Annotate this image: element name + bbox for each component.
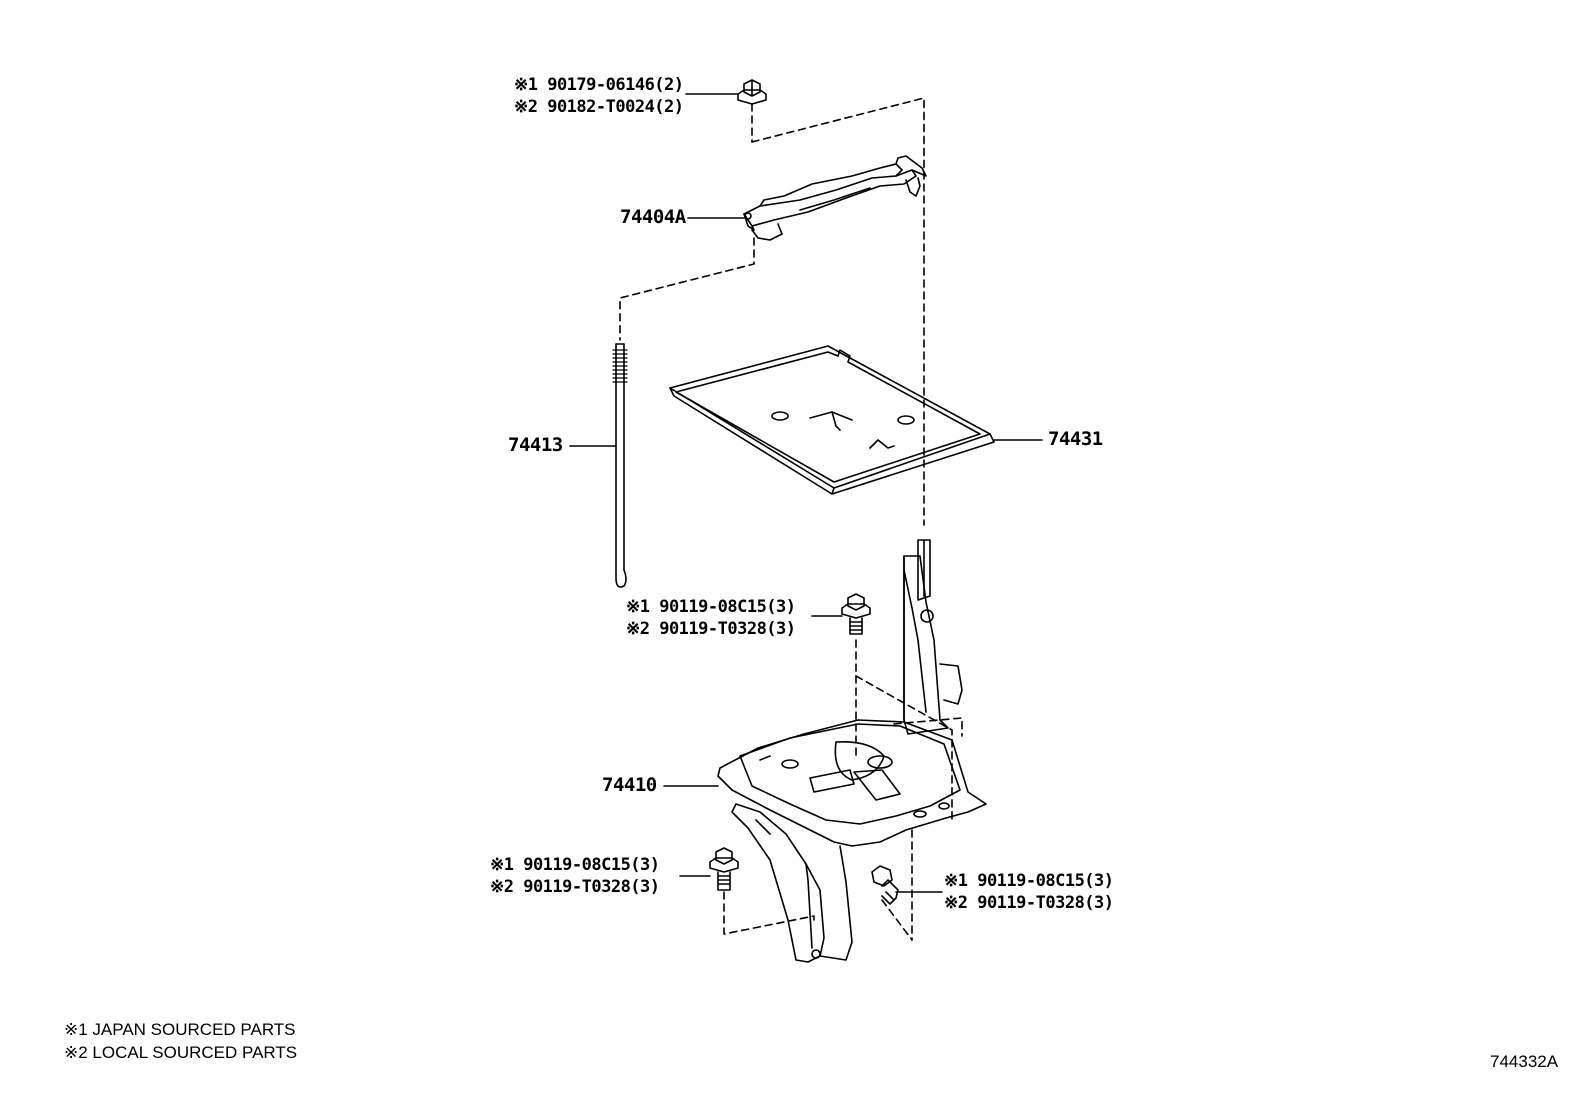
battery-tray xyxy=(669,345,995,495)
hold-down-rod xyxy=(612,343,628,588)
battery-clamp-bracket xyxy=(743,155,927,241)
assembly-guide-lines xyxy=(723,639,963,941)
callout-line-japan: ※1 90119-08C15(3) xyxy=(490,855,660,875)
part-number-tray: 74431 xyxy=(1048,428,1103,450)
callout-line-japan: ※1 90119-08C15(3) xyxy=(944,871,1114,891)
callout-line-japan: ※1 90179-06146(2) xyxy=(514,75,684,95)
part-number-hold-rod: 74413 xyxy=(508,434,563,456)
callout-line-local: ※2 90119-T0328(3) xyxy=(944,893,1114,913)
callout-lower-right-bolt: ※1 90119-08C15(3) ※2 90119-T0328(3) xyxy=(944,870,1114,914)
note-japan-sourced: ※1 JAPAN SOURCED PARTS xyxy=(64,1020,296,1039)
callout-line-local: ※2 90119-T0328(3) xyxy=(490,877,660,897)
callout-line-local: ※2 90182-T0024(2) xyxy=(514,97,684,117)
flange-bolt-part xyxy=(709,847,739,891)
note-local-sourced: ※2 LOCAL SOURCED PARTS xyxy=(64,1043,298,1062)
flange-bolt-part xyxy=(871,865,899,905)
flange-bolt-part xyxy=(841,593,871,635)
callout-line-local: ※2 90119-T0328(3) xyxy=(626,619,796,639)
battery-carrier-bracket xyxy=(717,539,987,963)
callout-lower-left-bolt: ※1 90119-08C15(3) ※2 90119-T0328(3) xyxy=(490,854,660,898)
legend-notes: ※1 JAPAN SOURCED PARTS ※2 LOCAL SOURCED … xyxy=(64,1018,297,1064)
part-number-carrier: 74410 xyxy=(602,774,657,796)
flange-nut-part xyxy=(737,79,767,105)
diagram-code: 744332A xyxy=(1490,1052,1559,1071)
callout-mid-bolt: ※1 90119-08C15(3) ※2 90119-T0328(3) xyxy=(626,596,796,640)
callout-top-nut: ※1 90179-06146(2) ※2 90182-T0024(2) xyxy=(514,74,684,118)
assembly-guide-lines xyxy=(619,97,925,526)
callout-line-japan: ※1 90119-08C15(3) xyxy=(626,597,796,617)
part-number-bracket-clamp: 74404A xyxy=(620,206,686,228)
